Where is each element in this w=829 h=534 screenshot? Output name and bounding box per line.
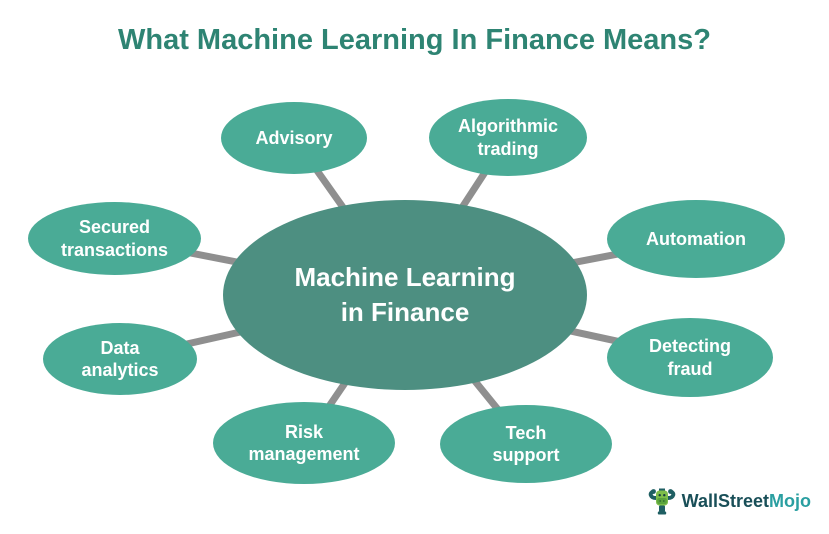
node-label: Data analytics [81, 337, 159, 381]
brand-primary-text: WallStreet [681, 490, 769, 511]
node-secured-transactions: Secured transactions [28, 202, 201, 275]
node-algorithmic-trading: Algorithmic trading [429, 99, 587, 176]
wallstreetmojo-logo: WallStreetMojo [646, 485, 811, 517]
node-advisory: Advisory [221, 102, 367, 174]
bull-mascot-icon [648, 488, 675, 515]
node-label: Tech support [492, 422, 560, 466]
node-label: Advisory [255, 127, 333, 148]
node-label: Risk management [248, 421, 360, 465]
node-label: Automation [646, 228, 746, 249]
center-node-machine-learning-in-finance: Machine Learning in Finance [223, 200, 587, 390]
node-tech-support: Tech support [440, 405, 612, 483]
page-title: What Machine Learning In Finance Means? [118, 24, 711, 56]
node-detecting-fraud: Detecting fraud [607, 318, 773, 397]
node-label: Secured transactions [60, 217, 169, 260]
center-node-label: Machine Learning in Finance [294, 261, 516, 327]
brand-secondary-text: Mojo [769, 490, 811, 511]
node-data-analytics: Data analytics [43, 323, 197, 395]
node-label: Algorithmic trading [457, 116, 558, 159]
brand-wordmark: WallStreetMojo [682, 491, 811, 512]
node-automation: Automation [607, 200, 785, 278]
node-risk-management: Risk management [213, 402, 395, 484]
node-label: Detecting fraud [648, 336, 731, 379]
